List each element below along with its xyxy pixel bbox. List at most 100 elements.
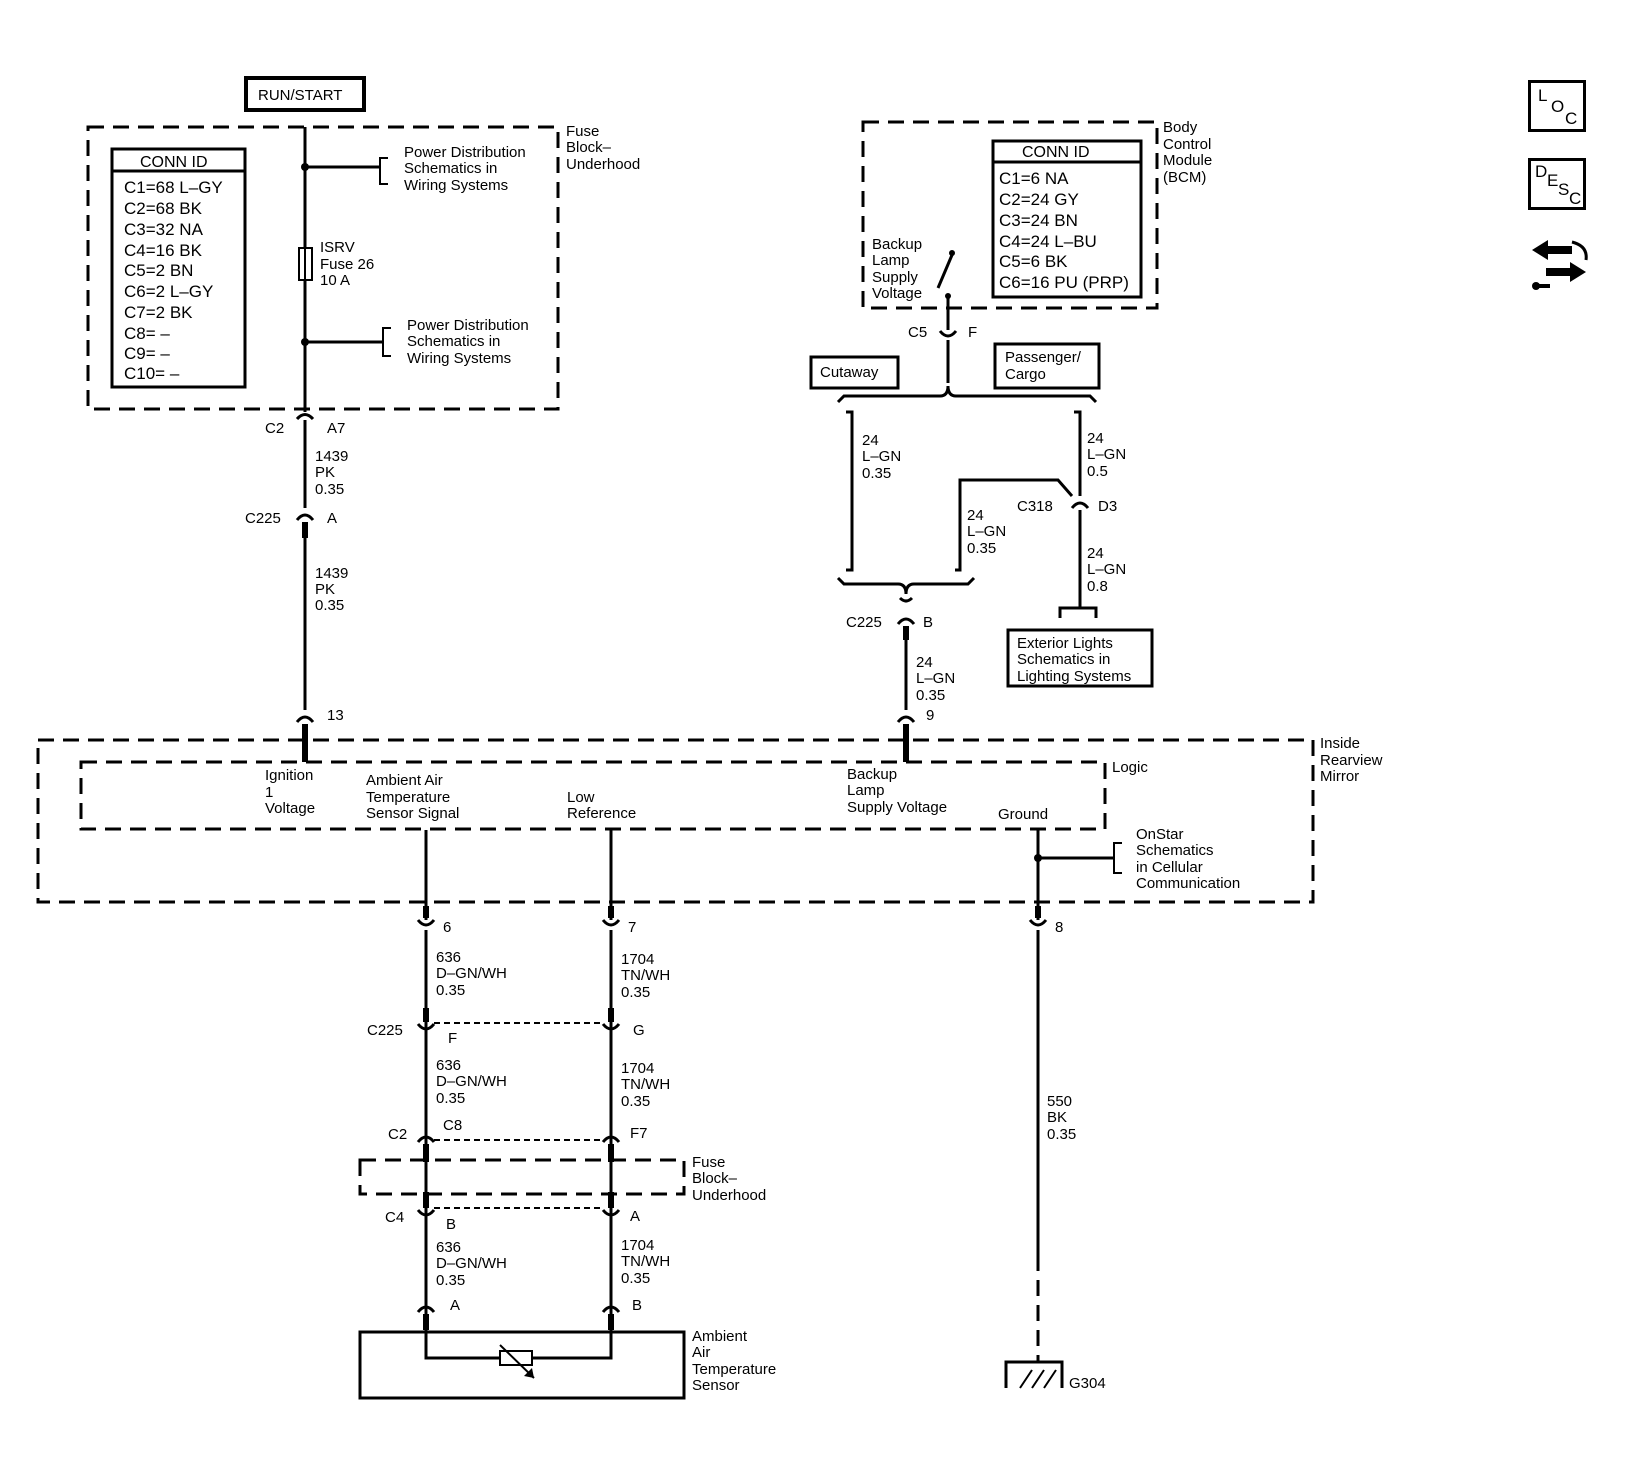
svg-text:24: 24	[967, 507, 984, 524]
svg-text:Cutaway: Cutaway	[820, 364, 879, 381]
svg-text:1439: 1439	[315, 448, 348, 465]
wire-1704-a-label: 1704 TN/WH 0.35	[621, 951, 670, 1001]
connector-c5-f: C5 F	[908, 324, 977, 341]
svg-text:C225: C225	[367, 1022, 403, 1039]
svg-text:Ambient Air: Ambient Air	[366, 772, 443, 789]
mirror-backup-label: Backup Lamp Supply Voltage	[847, 766, 947, 816]
svg-text:L–GN: L–GN	[967, 523, 1006, 540]
wire-1704-b-label: 1704 TN/WH 0.35	[621, 1060, 670, 1110]
svg-text:636: 636	[436, 1239, 461, 1256]
power-distribution-ref-lower[interactable]: Power Distribution Schematics in Wiring …	[301, 317, 529, 367]
inside-rearview-mirror: Inside Rearview Mirror	[36, 735, 1383, 904]
svg-text:A: A	[327, 510, 337, 527]
svg-text:24: 24	[862, 432, 879, 449]
svg-text:Lamp: Lamp	[847, 782, 885, 799]
wire-cutaway-label: 24 L–GN 0.35	[862, 432, 901, 482]
svg-text:C3=32 NA: C3=32 NA	[124, 220, 204, 239]
svg-text:Underhood: Underhood	[566, 156, 640, 173]
svg-text:C5: C5	[908, 324, 927, 341]
svg-text:24: 24	[1087, 545, 1104, 562]
svg-text:L–GN: L–GN	[1087, 446, 1126, 463]
mirror-pin-7: 7	[601, 906, 636, 936]
svg-text:C2: C2	[265, 420, 284, 437]
svg-text:C8: C8	[443, 1117, 462, 1134]
svg-text:OnStar: OnStar	[1136, 826, 1184, 843]
body-control-module: Body Control Module (BCM)	[861, 119, 1212, 310]
svg-text:L–GN: L–GN	[916, 670, 955, 687]
svg-text:TN/WH: TN/WH	[621, 1076, 670, 1093]
svg-text:C225: C225	[245, 510, 281, 527]
mirror-pin-6: 6	[416, 906, 451, 936]
desc-letter-d: D	[1535, 162, 1548, 181]
svg-text:CONN ID: CONN ID	[1022, 144, 1090, 161]
wire-passenger-label: 24 L–GN 0.5	[1087, 430, 1126, 480]
fuse-block-underhood: Fuse Block– Underhood	[86, 123, 640, 411]
svg-text:Exterior Lights: Exterior Lights	[1017, 635, 1113, 652]
svg-text:C2: C2	[388, 1126, 407, 1143]
svg-text:C3=24 BN: C3=24 BN	[999, 211, 1078, 230]
svg-text:Lamp: Lamp	[872, 252, 910, 269]
svg-text:C7=2 BK: C7=2 BK	[124, 303, 193, 322]
svg-text:F: F	[448, 1030, 457, 1047]
svg-text:Power Distribution: Power Distribution	[407, 317, 529, 334]
svg-text:ISRV: ISRV	[320, 239, 355, 256]
svg-text:Supply Voltage: Supply Voltage	[847, 799, 947, 816]
mirror-ground-label: Ground	[998, 806, 1048, 823]
exterior-lights-ref[interactable]: Exterior Lights Schematics in Lighting S…	[1006, 628, 1154, 688]
svg-text:C4=16 BK: C4=16 BK	[124, 241, 203, 260]
desc-button[interactable]: D E S C	[1528, 158, 1586, 210]
svg-text:A: A	[450, 1297, 460, 1314]
connector-c225-b: C225 B	[846, 614, 933, 640]
sensor-pins: A B	[416, 1297, 642, 1330]
svg-text:Wiring Systems: Wiring Systems	[407, 350, 511, 367]
svg-text:0.35: 0.35	[967, 540, 996, 557]
power-distribution-ref-upper[interactable]: Power Distribution Schematics in Wiring …	[301, 144, 526, 194]
svg-text:BK: BK	[1047, 1109, 1067, 1126]
bcm-conn-id-table: CONN ID C1=6 NA C2=24 GY C3=24 BN C4=24 …	[991, 139, 1143, 299]
svg-text:Block–: Block–	[566, 139, 612, 156]
onstar-ref[interactable]: OnStar Schematics in Cellular Communicat…	[1034, 826, 1240, 892]
fuse-block-conn-id-table: CONN ID C1=68 L–GY C2=68 BK C3=32 NA C4=…	[110, 147, 247, 389]
svg-text:Cargo: Cargo	[1005, 366, 1046, 383]
bcm-backup-lamp-switch: Backup Lamp Supply Voltage	[872, 236, 955, 330]
ambient-air-temperature-sensor: Ambient Air Temperature Sensor	[358, 1328, 776, 1400]
svg-text:Air: Air	[692, 1344, 710, 1361]
svg-text:550: 550	[1047, 1093, 1072, 1110]
svg-text:Low: Low	[567, 789, 595, 806]
swap-arrows-icon[interactable]	[1528, 232, 1592, 296]
svg-text:24: 24	[916, 654, 933, 671]
svg-text:C8= –: C8= –	[124, 324, 170, 343]
svg-text:L–GN: L–GN	[862, 448, 901, 465]
run-start-label: RUN/START	[244, 76, 366, 112]
mirror-pin-13: 13	[295, 707, 344, 762]
svg-text:C9= –: C9= –	[124, 344, 170, 363]
desc-letter-c: C	[1569, 189, 1582, 208]
svg-text:7: 7	[628, 919, 636, 936]
svg-text:Ground: Ground	[998, 806, 1048, 823]
connector-c225-a: C225 A	[245, 510, 337, 538]
svg-text:Body: Body	[1163, 119, 1198, 136]
svg-text:L–GN: L–GN	[1087, 561, 1126, 578]
loc-button[interactable]: L O C	[1528, 80, 1586, 132]
svg-text:G304: G304	[1069, 1375, 1106, 1392]
svg-text:0.35: 0.35	[436, 1272, 465, 1289]
svg-text:in Cellular: in Cellular	[1136, 859, 1203, 876]
svg-text:PK: PK	[315, 581, 335, 598]
svg-text:Schematics in: Schematics in	[404, 160, 497, 177]
svg-text:PK: PK	[315, 464, 335, 481]
loc-letter-l: L	[1538, 86, 1548, 105]
wire-exterior-label: 24 L–GN 0.8	[1087, 545, 1126, 595]
svg-text:G: G	[633, 1022, 645, 1039]
svg-text:1439: 1439	[315, 565, 348, 582]
svg-text:1704: 1704	[621, 951, 654, 968]
svg-text:A7: A7	[327, 420, 345, 437]
svg-text:Backup: Backup	[872, 236, 922, 253]
wire-636-b-label: 636 D–GN/WH 0.35	[436, 1057, 507, 1107]
connector-c318-d3: C318 D3	[1017, 498, 1117, 515]
wire-1439-upper-label: 1439 PK 0.35	[315, 448, 348, 498]
svg-text:TN/WH: TN/WH	[621, 967, 670, 984]
svg-text:Fuse: Fuse	[692, 1154, 725, 1171]
svg-text:1: 1	[265, 784, 273, 801]
svg-text:0.35: 0.35	[916, 687, 945, 704]
svg-text:Fuse: Fuse	[566, 123, 599, 140]
